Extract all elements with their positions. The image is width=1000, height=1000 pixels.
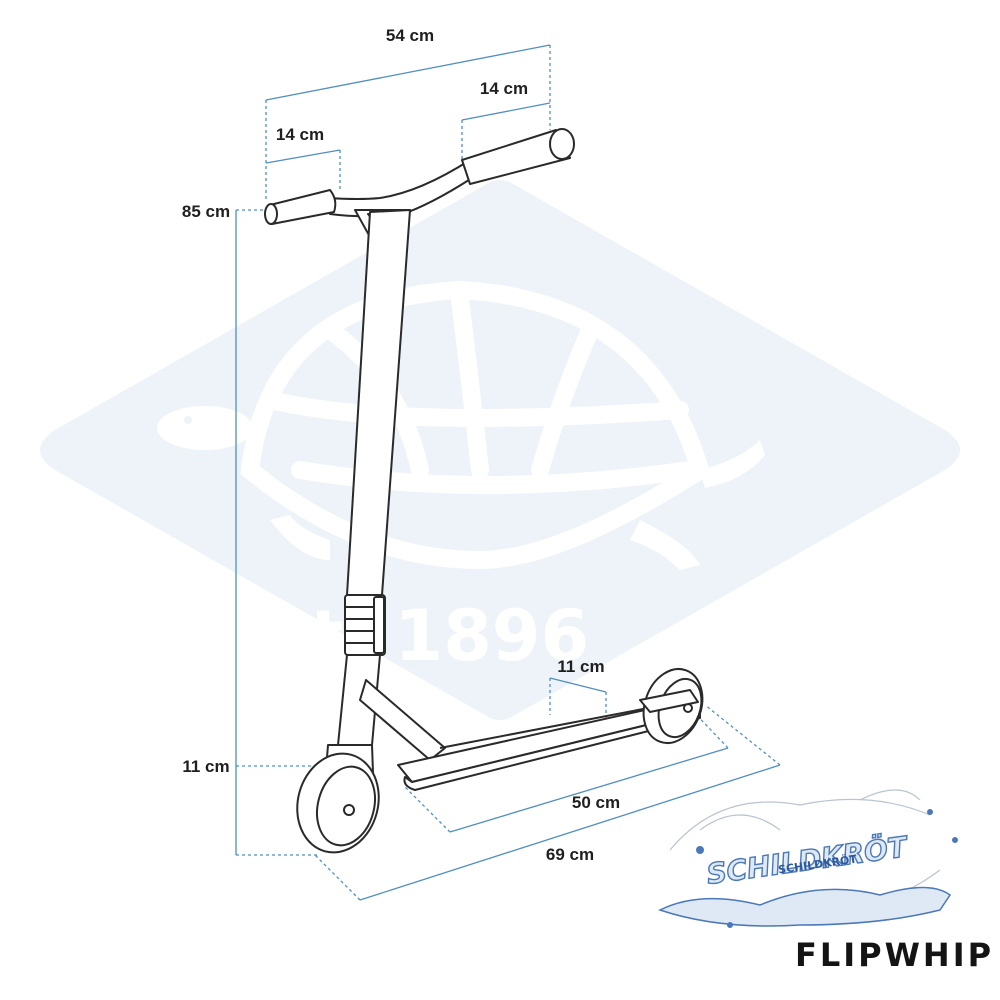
left-grip bbox=[264, 189, 337, 225]
turtle-head-icon bbox=[157, 406, 253, 450]
total-length-line bbox=[359, 764, 781, 901]
label-height: 85 cm bbox=[182, 202, 230, 221]
rear-brake bbox=[639, 689, 699, 713]
watermark-diamond bbox=[40, 180, 960, 720]
right-grip bbox=[461, 128, 575, 185]
label-bar-width: 54 cm bbox=[386, 26, 434, 45]
watermark-logo: est. 1896 bbox=[40, 180, 960, 720]
label-grip-right: 14 cm bbox=[480, 79, 528, 98]
front-wheel bbox=[296, 752, 380, 854]
deck-length-line bbox=[449, 747, 729, 833]
dimension-labels: 54 cm 14 cm 14 cm 85 cm 11 cm 11 cm 50 c… bbox=[182, 26, 620, 864]
grip-left-line bbox=[265, 149, 341, 164]
watermark-est-text: est. 1896 bbox=[221, 595, 589, 677]
clamp bbox=[344, 594, 386, 656]
label-total-length: 69 cm bbox=[546, 845, 594, 864]
label-deck-width: 11 cm bbox=[557, 657, 604, 676]
dimension-lines bbox=[235, 44, 781, 901]
scooter-outline bbox=[264, 128, 704, 854]
turtle-flipper-icon bbox=[270, 440, 765, 570]
label-grip-left: 14 cm bbox=[276, 125, 324, 144]
bar-width-line bbox=[265, 44, 551, 101]
product-name: FLIPWHIP bbox=[795, 936, 995, 974]
label-wheel-height: 11 cm bbox=[182, 757, 229, 776]
label-deck-length: 50 cm bbox=[572, 793, 620, 812]
brand-logo: SCHILDKRÖT SCHILDKRÖT bbox=[658, 789, 958, 928]
deck-width-line bbox=[549, 677, 607, 693]
grip-right-line bbox=[461, 102, 551, 121]
